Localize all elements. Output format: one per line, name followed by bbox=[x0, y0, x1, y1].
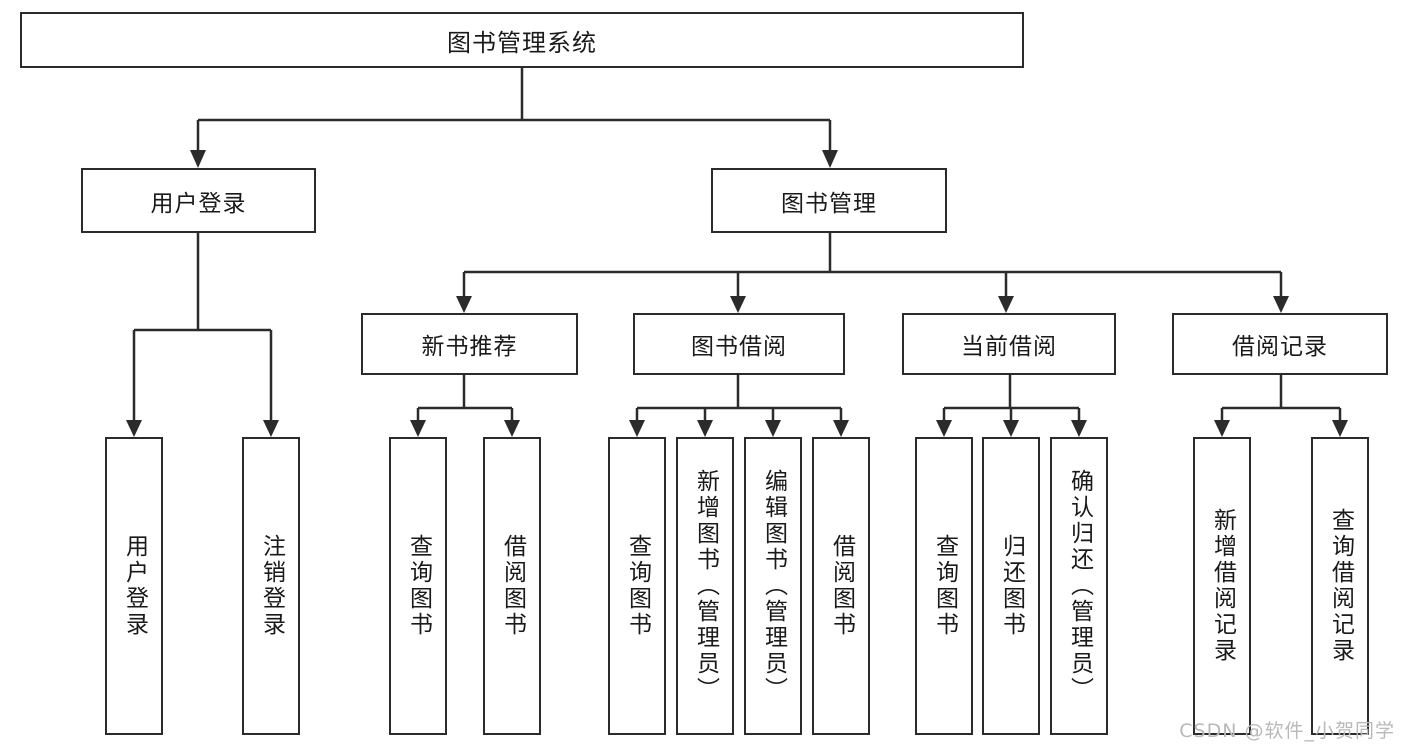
node-label: 图书借阅 bbox=[691, 334, 787, 360]
node-book-borrow[interactable]: 图书借阅 bbox=[633, 313, 845, 375]
node-label: 新书推荐 bbox=[421, 334, 518, 360]
node-current-borrow[interactable]: 当前借阅 bbox=[902, 313, 1116, 375]
leaf-current-borrow-return-book[interactable]: 归还图书 bbox=[982, 437, 1040, 735]
node-label: 查询图书 bbox=[931, 534, 958, 638]
node-label: 查询图书 bbox=[405, 534, 432, 638]
leaf-new-book-borrow-book[interactable]: 借阅图书 bbox=[483, 437, 541, 735]
node-label: 借阅记录 bbox=[1232, 334, 1328, 360]
leaf-book-borrow-add-book-admin[interactable]: 新增图书（管理员） bbox=[676, 437, 734, 735]
node-label: 借阅图书 bbox=[828, 534, 855, 638]
leaf-borrow-record-add-record[interactable]: 新增借阅记录 bbox=[1193, 437, 1251, 735]
node-label: 查询图书 bbox=[624, 534, 651, 638]
node-label: 当前借阅 bbox=[961, 334, 1057, 360]
node-label: 注销登录 bbox=[258, 534, 285, 638]
node-label: 归还图书 bbox=[998, 534, 1025, 638]
leaf-user-login-logout[interactable]: 注销登录 bbox=[242, 437, 300, 735]
leaf-new-book-query-book[interactable]: 查询图书 bbox=[389, 437, 447, 735]
node-new-book-recommendation[interactable]: 新书推荐 bbox=[361, 313, 578, 375]
leaf-book-borrow-borrow-book[interactable]: 借阅图书 bbox=[812, 437, 870, 735]
leaf-book-borrow-query-book[interactable]: 查询图书 bbox=[608, 437, 666, 735]
node-label: 用户登录 bbox=[150, 190, 247, 217]
node-root-library-management-system[interactable]: 图书管理系统 bbox=[20, 12, 1024, 68]
leaf-borrow-record-query-record[interactable]: 查询借阅记录 bbox=[1311, 437, 1369, 735]
node-label: 借阅图书 bbox=[499, 534, 526, 638]
leaf-book-borrow-edit-book-admin[interactable]: 编辑图书（管理员） bbox=[744, 437, 802, 735]
node-label: 图书管理系统 bbox=[447, 28, 597, 57]
node-borrow-record[interactable]: 借阅记录 bbox=[1172, 313, 1388, 375]
leaf-current-borrow-confirm-return-admin[interactable]: 确认归还（管理员） bbox=[1050, 437, 1108, 735]
node-label: 编辑图书（管理员） bbox=[760, 469, 787, 703]
node-label: 用户登录 bbox=[121, 534, 148, 638]
node-book-management[interactable]: 图书管理 bbox=[711, 168, 947, 233]
node-label: 新增图书（管理员） bbox=[692, 469, 719, 703]
node-label: 确认归还（管理员） bbox=[1066, 469, 1093, 703]
leaf-user-login-login[interactable]: 用户登录 bbox=[105, 437, 163, 735]
node-label: 新增借阅记录 bbox=[1209, 508, 1236, 664]
node-user-login[interactable]: 用户登录 bbox=[81, 168, 316, 233]
leaf-current-borrow-query-book[interactable]: 查询图书 bbox=[915, 437, 973, 735]
node-label: 图书管理 bbox=[781, 190, 877, 217]
node-label: 查询借阅记录 bbox=[1327, 508, 1354, 664]
